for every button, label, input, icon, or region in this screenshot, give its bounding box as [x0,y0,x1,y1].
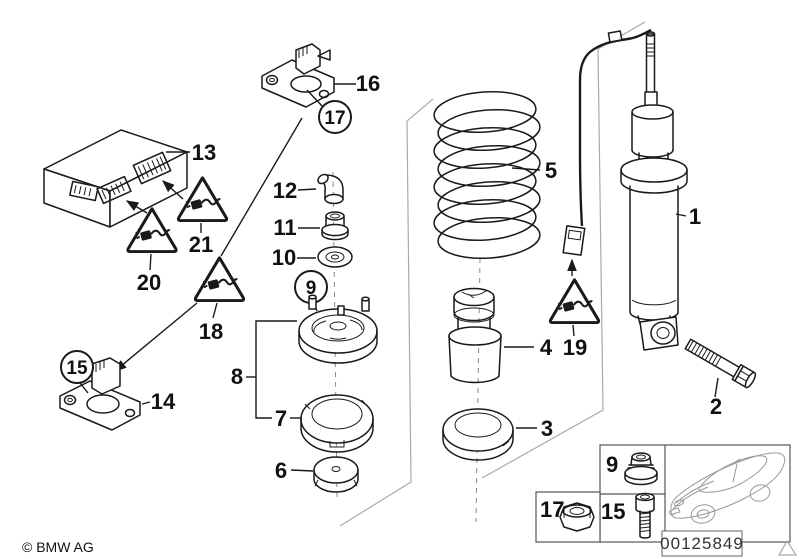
part-shock-absorber [620,31,688,351]
arrow-20-to-module [125,200,148,214]
part-sensor-bottom [59,357,141,431]
part-protection-cap-12 [317,173,344,205]
leader-2 [714,377,719,398]
leader-6 [290,469,314,472]
leader-14 [141,401,151,405]
callout-21[interactable]: 21 [189,232,213,257]
part-gasket-ring-7 [300,394,374,453]
callout-15-circle[interactable]: 15 [60,350,94,394]
panel-lines [339,21,646,527]
inset-label-9[interactable]: 9 [606,452,618,477]
part-support-bearing [298,294,378,364]
leader-12 [297,188,317,191]
corner-triangle-icon [778,540,797,556]
part-nut-11 [321,211,349,241]
edc-wire [562,28,652,256]
callout-11[interactable]: 11 [273,215,296,240]
callout-12[interactable]: 12 [273,178,297,203]
callout-20[interactable]: 20 [137,270,161,295]
arrow-18-to-sensor [113,302,198,372]
part-coil-spring [433,90,541,260]
callout-15[interactable]: 15 [66,358,88,379]
copyright-text: © BMW AG [22,539,94,555]
part-control-module [43,129,188,228]
module-connector-right [132,151,172,185]
leader-18 [212,302,218,319]
callout-18[interactable]: 18 [199,319,223,344]
callout-19[interactable]: 19 [563,335,587,360]
callout-4[interactable]: 4 [540,335,553,360]
callout-17-circle[interactable]: 17 [306,89,352,134]
hex-nut-icon [559,502,595,532]
leader-5 [511,167,541,171]
callout-13[interactable]: 13 [192,140,216,165]
part-washer-10 [317,246,353,268]
part-cap-6 [313,456,359,493]
connector-warning-triangle-icon-19 [548,278,601,324]
callout-14[interactable]: 14 [151,389,176,414]
image-number: 00125849 [660,534,744,553]
image-number-box: 00125849 [660,530,744,557]
module-connector-left [96,175,132,205]
callout-1[interactable]: 1 [689,204,701,229]
flange-nut-icon [624,452,658,486]
callout-16[interactable]: 16 [356,71,380,96]
inset-box: 9 15 17 [535,444,791,543]
callout-8[interactable]: 8 [231,364,243,389]
leader-1 [675,213,687,217]
part-spring-pad-lower [442,408,514,461]
callout-6[interactable]: 6 [275,458,287,483]
inset-label-15[interactable]: 15 [601,499,625,524]
part-bump-stop [448,287,502,384]
link-line-16-18 [220,117,303,257]
part-bolt [684,338,757,389]
wire-connector [562,225,586,256]
callout-2[interactable]: 2 [710,394,722,419]
callout-7[interactable]: 7 [275,406,287,431]
car-silhouette [668,452,786,524]
socket-screw-icon [635,492,655,539]
leader-20 [149,253,152,271]
callout-10[interactable]: 10 [272,245,296,270]
callout-9[interactable]: 9 [306,278,317,299]
part-sensor-top [261,43,335,108]
callout-3[interactable]: 3 [541,416,553,441]
connector-warning-triangle-icon-18 [193,256,246,302]
leader-19 [572,324,575,337]
bracket-8 [255,320,297,419]
callout-5[interactable]: 5 [545,158,557,183]
module-front-slot [69,180,99,202]
arrow-21-to-module [161,180,184,200]
callout-17[interactable]: 17 [324,108,345,129]
connector-warning-triangle-icon-20 [126,207,178,253]
